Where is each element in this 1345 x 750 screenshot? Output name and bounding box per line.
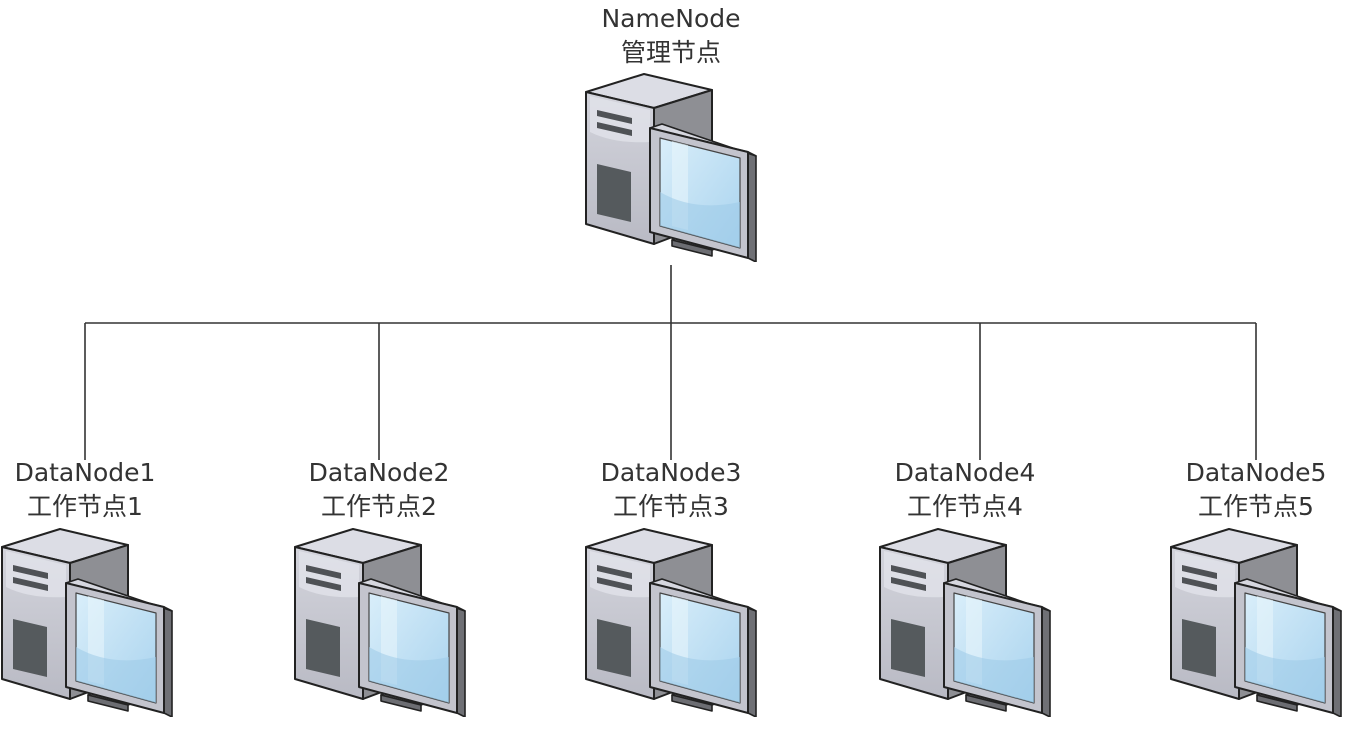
datanode5-label: DataNode5 工作节点5 xyxy=(1146,456,1345,524)
datanode1-server-computer-icon xyxy=(0,527,175,717)
datanode5-name: DataNode5 xyxy=(1185,458,1327,487)
datanode2-role: 工作节点2 xyxy=(321,492,437,521)
datanode4-label: DataNode4 工作节点4 xyxy=(855,456,1075,524)
datanode3-name: DataNode3 xyxy=(600,458,742,487)
datanode2-server-computer-icon xyxy=(293,527,468,717)
namenode-role: 管理节点 xyxy=(620,38,721,67)
datanode3-role: 工作节点3 xyxy=(613,492,729,521)
datanode1-label: DataNode1 工作节点1 xyxy=(0,456,195,524)
namenode-server-computer-icon xyxy=(584,72,759,262)
datanode4-name: DataNode4 xyxy=(894,458,1036,487)
datanode3-label: DataNode3 工作节点3 xyxy=(561,456,781,524)
datanode4-server-computer-icon xyxy=(878,527,1053,717)
datanode2-label: DataNode2 工作节点2 xyxy=(269,456,489,524)
datanode4-role: 工作节点4 xyxy=(907,492,1023,521)
datanode1-role: 工作节点1 xyxy=(27,492,143,521)
datanode2-name: DataNode2 xyxy=(308,458,450,487)
namenode-name: NameNode xyxy=(601,4,741,33)
datanode1-name: DataNode1 xyxy=(14,458,156,487)
datanode5-server-computer-icon xyxy=(1169,527,1344,717)
datanode5-role: 工作节点5 xyxy=(1198,492,1314,521)
namenode-label: NameNode 管理节点 xyxy=(561,2,781,70)
datanode3-server-computer-icon xyxy=(584,527,759,717)
